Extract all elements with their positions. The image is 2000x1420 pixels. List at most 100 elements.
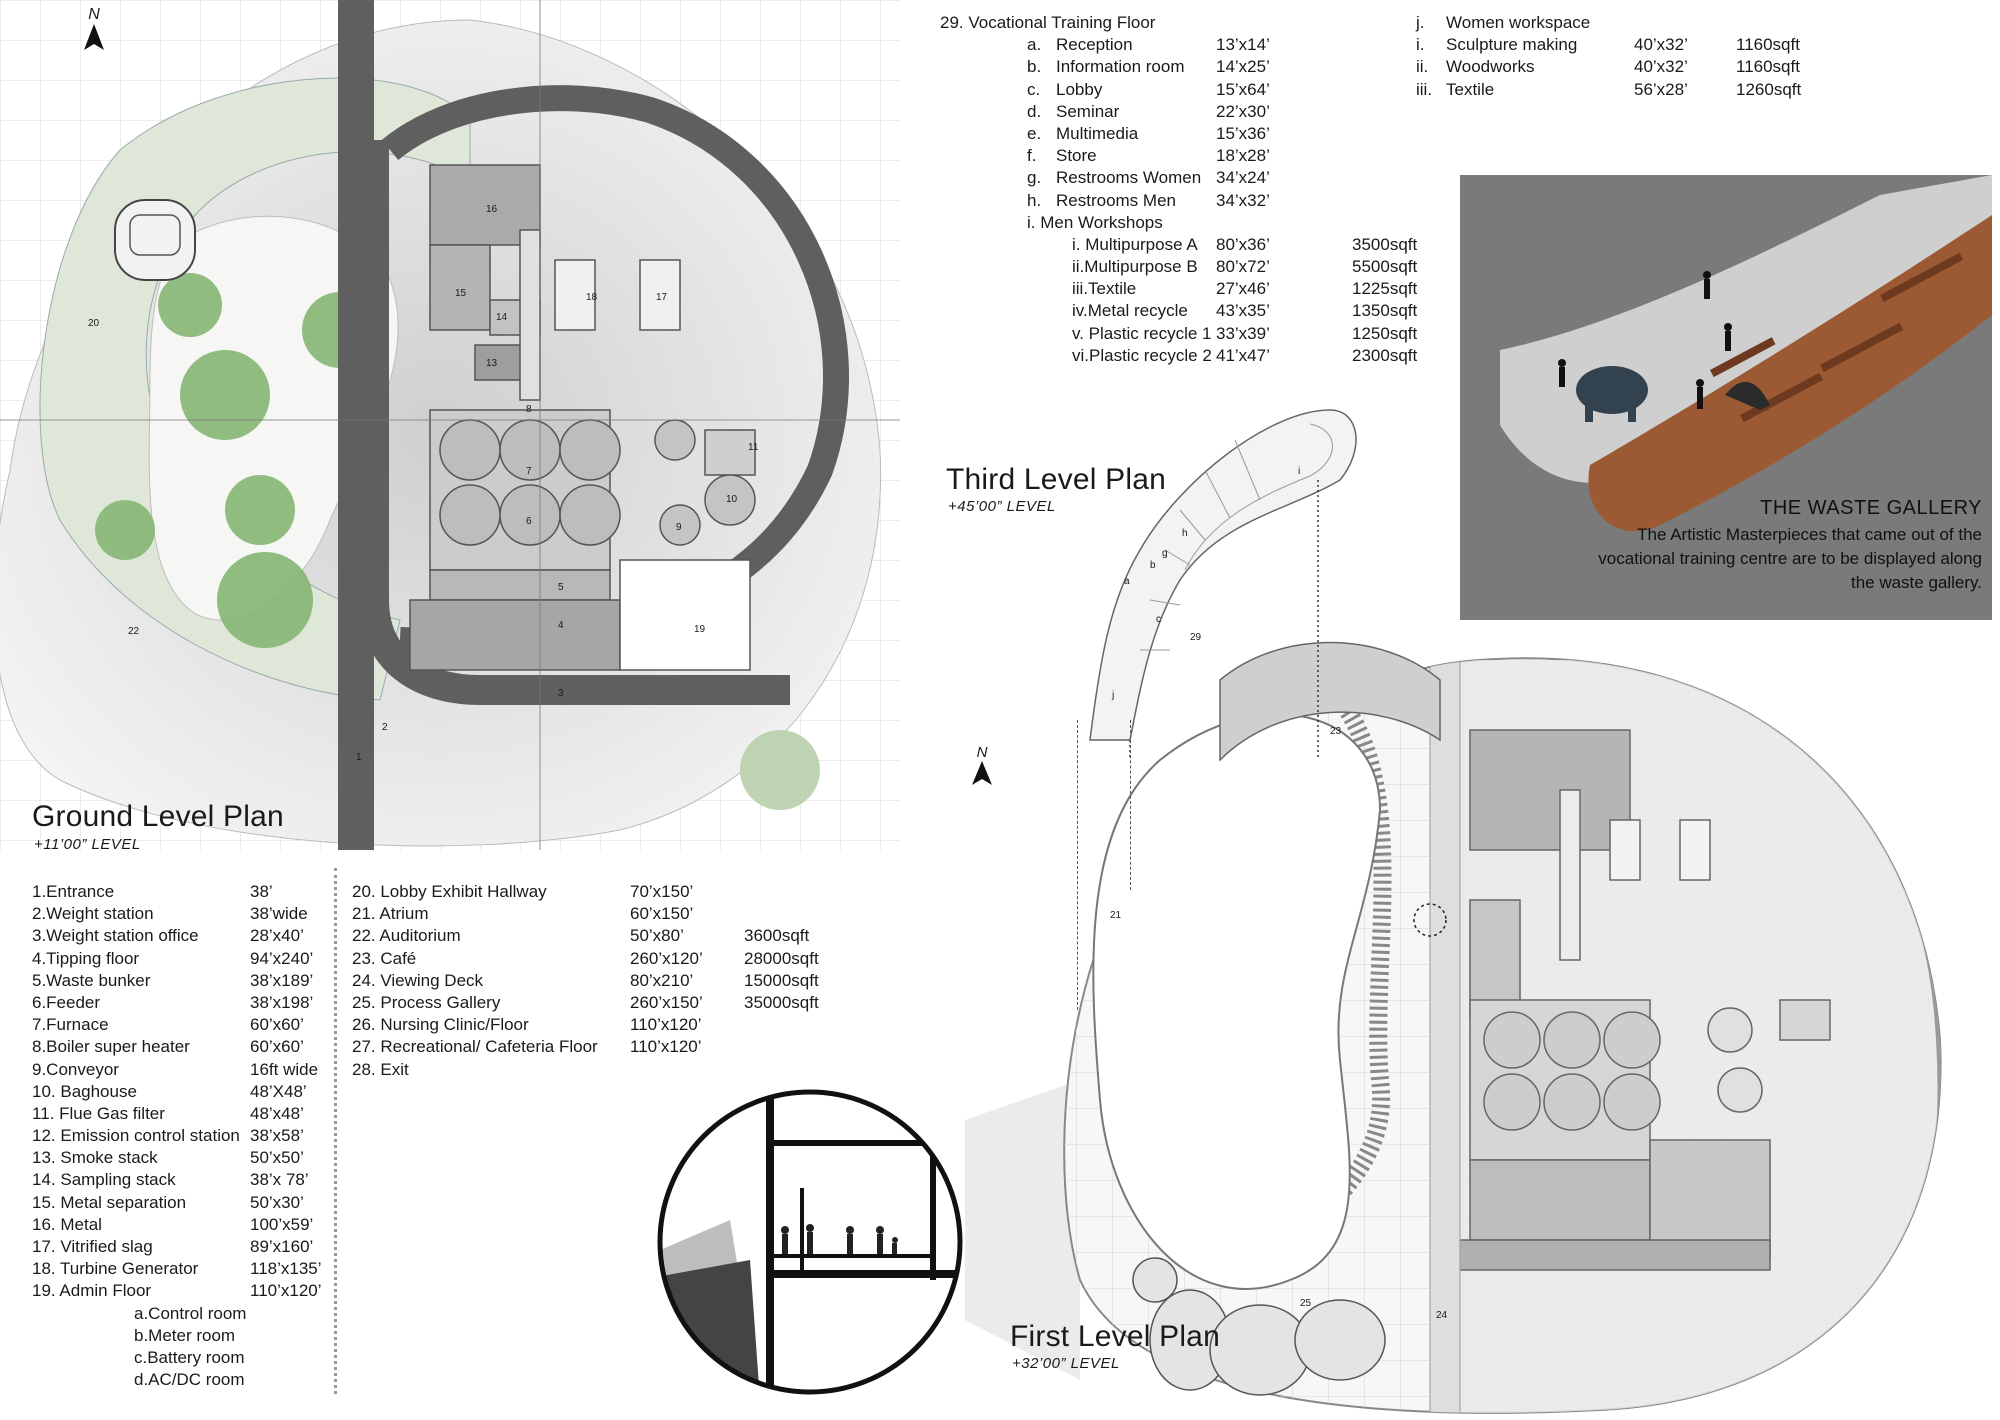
north-arrow-icon bbox=[84, 24, 104, 50]
plan-number: 11 bbox=[748, 442, 759, 453]
plan-number: 8 bbox=[526, 404, 532, 415]
women-workspace-heading: j.Women workspace bbox=[1416, 13, 1591, 32]
plan-number: 9 bbox=[676, 522, 682, 533]
auditorium bbox=[114, 199, 196, 281]
waste-gallery-render bbox=[1500, 175, 1992, 532]
ground-plan-numbers: 1 2 3 4 5 6 7 8 9 10 11 13 14 15 16 17 1… bbox=[0, 0, 900, 850]
third-level-plan-drawing bbox=[1089, 409, 1357, 760]
schedule-row: 28. Exit bbox=[352, 1059, 409, 1079]
men-workshops-heading: i. Men Workshops bbox=[1027, 212, 1163, 232]
schedule-row: a.Control room bbox=[134, 1303, 247, 1323]
plan-number: 4 bbox=[558, 620, 564, 631]
first-level-plan-drawing bbox=[1063, 641, 1942, 1414]
level-link-lines bbox=[1130, 720, 1131, 890]
waste-gallery-title: THE WASTE GALLERY bbox=[1760, 497, 1982, 519]
north-arrow-icon bbox=[972, 761, 992, 785]
level-link-lines bbox=[1077, 720, 1078, 1010]
plan-number: 17 bbox=[656, 292, 668, 303]
plan-number: 5 bbox=[558, 582, 564, 593]
north-label: N bbox=[88, 6, 100, 23]
vocational-schedule: 29. Vocational Training Floor a.Receptio… bbox=[940, 12, 1440, 367]
plan-number: 2 bbox=[382, 722, 388, 733]
waste-gallery-panel: THE WASTE GALLERY The Artistic Masterpie… bbox=[1460, 175, 1992, 620]
plan-number: 20 bbox=[88, 318, 100, 329]
plan-number: 13 bbox=[486, 358, 498, 369]
first-plan-title: First Level Plan bbox=[1010, 1320, 1220, 1353]
plan-number: 15 bbox=[455, 288, 467, 299]
north-arrow-ground: N bbox=[84, 6, 104, 55]
schedule-divider bbox=[334, 868, 337, 1394]
third-plan-level: +45’00” LEVEL bbox=[948, 498, 1056, 515]
plan-number: 1 bbox=[356, 752, 362, 763]
section-detail-circle bbox=[657, 1080, 1080, 1395]
north-arrow-first: N bbox=[972, 744, 992, 790]
plan-number: 6 bbox=[526, 516, 532, 527]
vocational-heading: 29. Vocational Training Floor bbox=[940, 13, 1156, 32]
plan-number: 22 bbox=[128, 626, 140, 637]
plan-number: 3 bbox=[558, 688, 564, 699]
plan-number: 16 bbox=[486, 204, 498, 215]
plan-number: 18 bbox=[586, 292, 598, 303]
schedule-row: d.AC/DC room bbox=[134, 1370, 245, 1390]
first-plan-level: +32’00” LEVEL bbox=[1012, 1355, 1120, 1372]
schedule-row: b.Meter room bbox=[134, 1325, 236, 1345]
plan-number: 14 bbox=[496, 312, 508, 323]
schedule-row: c.Battery room bbox=[134, 1347, 245, 1367]
north-label: N bbox=[976, 744, 988, 761]
third-plan-title: Third Level Plan bbox=[946, 463, 1166, 496]
ground-plan-level: +11’00” LEVEL bbox=[34, 836, 141, 853]
ground-plan-title: Ground Level Plan bbox=[32, 800, 284, 833]
ground-level-plan-drawing bbox=[0, 0, 900, 850]
plant-buildings bbox=[409, 164, 756, 671]
waste-gallery-description: The Artistic Masterpieces that came out … bbox=[1598, 525, 1982, 592]
plan-number: 7 bbox=[526, 466, 532, 477]
plan-number: 10 bbox=[726, 494, 738, 505]
plan-number: 19 bbox=[694, 624, 706, 635]
